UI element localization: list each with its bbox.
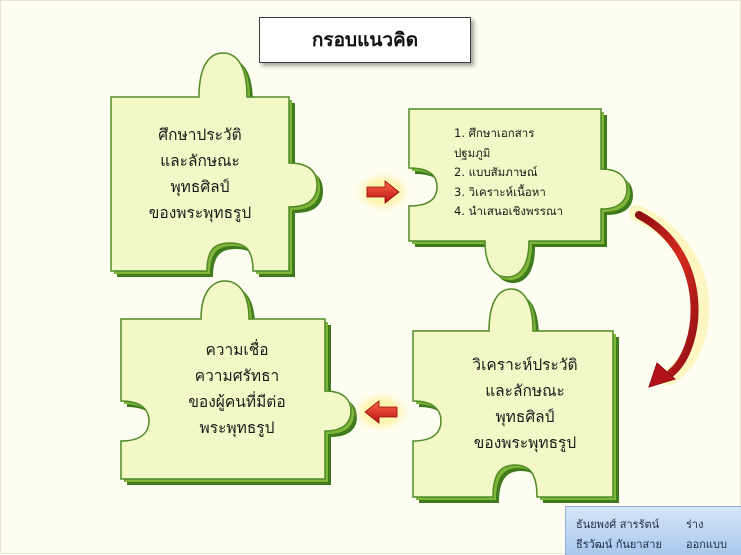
- list-item: 3. วิเคราะห์เนื้อหา: [454, 184, 546, 199]
- piece-text-bottom-left: ความเชื่อ ความศรัทธา ของผู้คนที่มีต่อ พร…: [149, 335, 325, 443]
- piece-line: พุทธศิลป์: [495, 408, 555, 426]
- piece-text-bottom-right: วิเคราะห์ประวัติ และลักษณะ พุทธศิลป์ ของ…: [437, 349, 613, 459]
- piece-line: พระพุทธรูป: [199, 419, 275, 437]
- puzzle-piece-top-right: [408, 108, 633, 283]
- piece-line: และลักษณะ: [160, 152, 240, 170]
- credit-name: ธันยพงศ์ สารรัตน์: [576, 518, 660, 531]
- credit-name: ธีรวัฒน์ กันยาสาย: [576, 538, 662, 551]
- puzzle-piece-bottom-left: [120, 280, 357, 485]
- list-item: 4. นำเสนอเชิงพรรณา: [454, 204, 564, 218]
- piece-line: ความศรัทธา: [194, 367, 280, 385]
- puzzle-piece-bottom-right: [412, 288, 619, 503]
- credit-role: ร่าง: [686, 518, 704, 531]
- arrow-left-icon: [353, 392, 409, 432]
- piece-text-top-left: ศึกษาประวัติ และลักษณะ พุทธศิลป์ ของพระพ…: [113, 119, 287, 229]
- piece-line: วิเคราะห์ประวัติ: [472, 356, 578, 374]
- title-box: กรอบแนวคิด: [259, 17, 471, 63]
- piece-line: ศึกษาประวัติ: [158, 126, 242, 144]
- piece-line: พุทธศิลป์: [170, 178, 230, 196]
- page-title: กรอบแนวคิด: [311, 29, 419, 51]
- piece-text-top-right: 1. ศึกษาเอกสาร ปฐมภูมิ 2. แบบสัมภาษณ์ 3.…: [454, 124, 594, 222]
- piece-line: ของพระพุทธรูป: [473, 434, 577, 452]
- list-item: 1. ศึกษาเอกสาร: [454, 126, 535, 140]
- credit-role: ออกแบบ: [686, 538, 727, 551]
- list-item: ปฐมภูมิ: [454, 145, 491, 160]
- list-item: 2. แบบสัมภาษณ์: [454, 165, 538, 179]
- piece-line: ความเชื่อ: [205, 341, 269, 359]
- credit-box: ธันยพงศ์ สารรัตน์ ร่าง ธีรวัฒน์ กันยาสาย…: [565, 506, 741, 555]
- puzzle-piece-top-left: [110, 52, 323, 277]
- curved-arrow-down-icon: [629, 205, 710, 388]
- piece-line: และลักษณะ: [485, 382, 565, 400]
- arrow-right-icon: [355, 172, 411, 212]
- piece-line: ของผู้คนที่มีต่อ: [188, 393, 286, 411]
- piece-line: ของพระพุทธรูป: [148, 204, 252, 222]
